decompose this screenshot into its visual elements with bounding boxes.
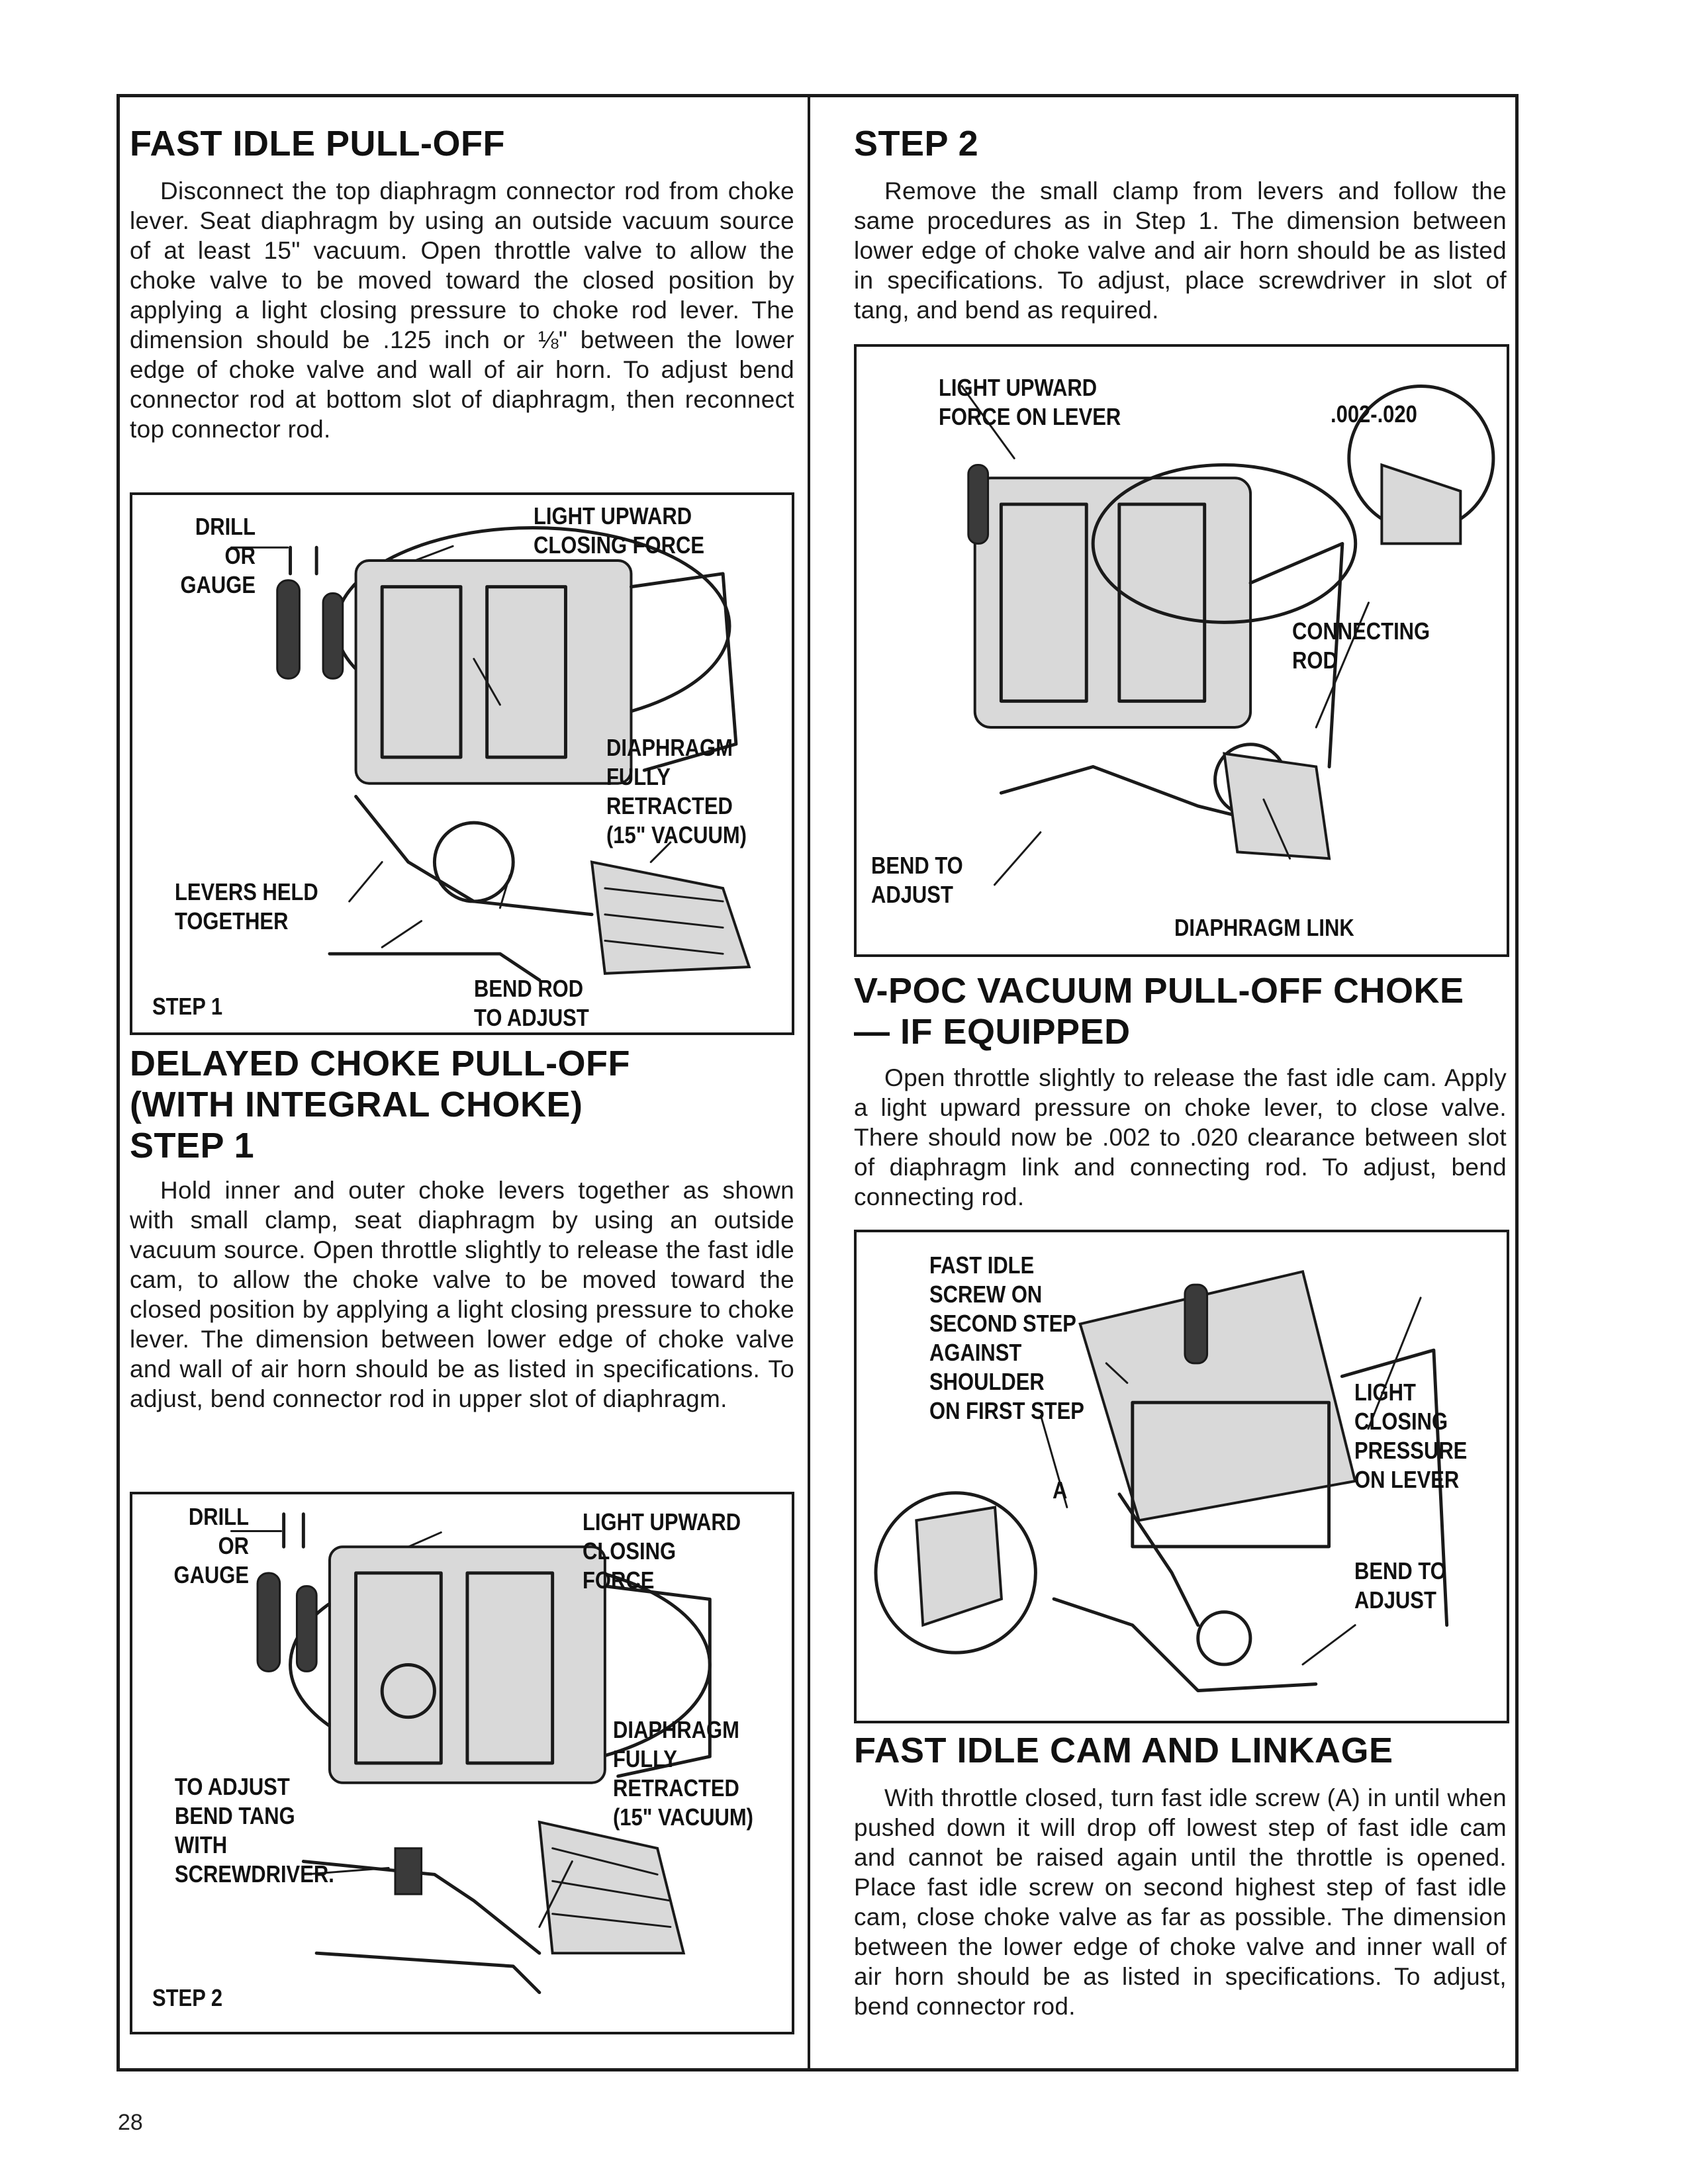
carburetor-drawing-step1: [230, 526, 751, 982]
column-divider: [808, 94, 810, 2071]
delayed-choke-body: Hold inner and outer choke levers togeth…: [130, 1177, 794, 1412]
callout-diaphragm-retracted: DIAPHRAGM FULLY RETRACTED (15" VACUUM): [606, 734, 747, 848]
page-frame: [117, 94, 1519, 2071]
callout-diaphragm-retracted-2: DIAPHRAGM FULLY RETRACTED (15" VACUUM): [613, 1716, 753, 1831]
callout-fast-idle-screw: FAST IDLE SCREW ON SECOND STEP AGAINST S…: [929, 1251, 1084, 1424]
callout-levers-held-together: LEVERS HELD TOGETHER: [175, 878, 318, 934]
figure-step2: LIGHT UPWARD FORCE ON LEVER .002-.020 CO…: [854, 344, 1509, 957]
page-number: 28: [118, 2110, 143, 2135]
delayed-choke-title: DELAYED CHOKE PULL-OFF (WITH INTEGRAL CH…: [130, 1044, 631, 1165]
vpoc-body: Open throttle slightly to release the fa…: [854, 1064, 1507, 1210]
callout-bend-rod-to-adjust: BEND ROD TO ADJUST: [474, 975, 589, 1031]
step2-body: Remove the small clamp from levers and f…: [854, 177, 1507, 324]
vpoc-title: V-POC VACUUM PULL-OFF CHOKE — IF EQUIPPE…: [854, 971, 1464, 1052]
figure-delayed-choke-step2: DRILL OR GAUGE LIGHT UPWARD CLOSING FORC…: [130, 1492, 794, 2034]
callout-light-upward-closing-force-2: LIGHT UPWARD CLOSING FORCE: [583, 1508, 741, 1594]
callout-clearance-002-020: .002-.020: [1331, 400, 1417, 428]
step2-title: STEP 2: [854, 124, 979, 163]
fast-idle-cam-title: FAST IDLE CAM AND LINKAGE: [854, 1731, 1393, 1770]
carburetor-drawing-step2: [230, 1512, 712, 1995]
callout-drill-or-gauge: DRILL OR GAUGE: [180, 513, 256, 598]
fast-idle-cam-body: With throttle closed, turn fast idle scr…: [854, 1784, 1507, 2020]
callout-diaphragm-link: DIAPHRAGM LINK: [1174, 914, 1354, 941]
fast-idle-pull-off-body: Disconnect the top diaphragm connector r…: [130, 177, 794, 443]
callout-marker-a: A: [1053, 1477, 1068, 1504]
carburetor-drawing-vpoc: [874, 1269, 1449, 1692]
fast-idle-pull-off-title: FAST IDLE PULL-OFF: [130, 124, 505, 163]
callout-light-upward-force-on-lever: LIGHT UPWARD FORCE ON LEVER: [939, 374, 1121, 430]
callout-light-closing-pressure: LIGHT CLOSING PRESSURE ON LEVER: [1354, 1379, 1468, 1493]
figure-vpoc: FAST IDLE SCREW ON SECOND STEP AGAINST S…: [854, 1230, 1509, 1723]
callout-connecting-rod: CONNECTING ROD: [1292, 617, 1430, 674]
callout-drill-or-gauge-2: DRILL OR GAUGE: [173, 1503, 249, 1588]
callout-bend-to-adjust-vpoc: BEND TO ADJUST: [1354, 1557, 1446, 1614]
figure-step2-label: STEP 2: [152, 1984, 223, 2011]
callout-light-upward-closing-force: LIGHT UPWARD CLOSING FORCE: [534, 502, 705, 559]
figure-step-label: STEP 1: [152, 993, 223, 1020]
carburetor-drawing-step2-right: [961, 385, 1495, 886]
callout-to-adjust-bend-tang: TO ADJUST BEND TANG WITH SCREWDRIVER.: [175, 1773, 334, 1888]
figure-fast-idle-pull-off: DRILL OR GAUGE LIGHT UPWARD CLOSING FORC…: [130, 492, 794, 1035]
callout-bend-to-adjust-step2: BEND TO ADJUST: [871, 852, 963, 908]
